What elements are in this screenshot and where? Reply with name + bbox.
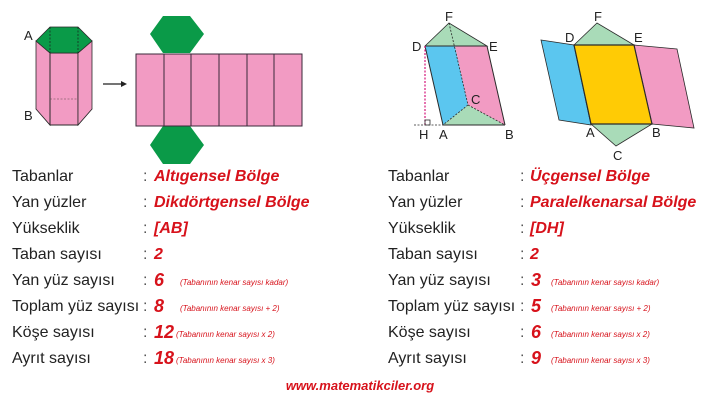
property-key: Tabanlar bbox=[12, 168, 74, 185]
net-lateral-face-5 bbox=[246, 53, 275, 127]
vertex-label-b: B bbox=[505, 127, 514, 142]
property-key: Yan yüz sayısı bbox=[12, 272, 115, 289]
property-note: (Tabanının kenar sayısı + 2) bbox=[180, 304, 280, 313]
property-key: Taban sayısı bbox=[12, 246, 102, 263]
separator: : bbox=[520, 246, 525, 263]
property-value: Altıgensel Bölge bbox=[154, 168, 280, 185]
property-key: Yan yüz sayısı bbox=[388, 272, 491, 289]
property-value: Paralelkenarsal Bölge bbox=[530, 194, 697, 211]
separator: : bbox=[520, 272, 525, 289]
net-bottom-triangle bbox=[589, 123, 654, 147]
property-key: Yükseklik bbox=[12, 220, 80, 237]
property-key: Köşe sayısı bbox=[12, 324, 95, 341]
property-key: Köşe sayısı bbox=[388, 324, 471, 341]
separator: : bbox=[520, 220, 525, 237]
prism-face-left bbox=[425, 46, 468, 125]
property-value: 9 bbox=[531, 348, 542, 368]
property-note: (Tabanının kenar sayısı x 2) bbox=[551, 330, 650, 339]
net-top-hexagon bbox=[150, 16, 204, 53]
separator: : bbox=[143, 194, 148, 211]
separator: : bbox=[520, 194, 525, 211]
property-value: Üçgensel Bölge bbox=[530, 168, 651, 185]
prism-lateral-left bbox=[35, 40, 51, 127]
prism-base-bottom bbox=[443, 105, 505, 125]
vertex-label-e: E bbox=[489, 39, 498, 54]
property-key: Yan yüzler bbox=[12, 194, 87, 211]
separator: : bbox=[143, 324, 148, 341]
prism-base-top bbox=[424, 22, 489, 47]
separator: : bbox=[143, 168, 148, 185]
property-value: 12 bbox=[154, 322, 175, 342]
prism-face-right bbox=[455, 46, 505, 125]
net-bottom-hexagon bbox=[150, 126, 204, 164]
net-face-front bbox=[573, 44, 653, 125]
property-value: 6 bbox=[531, 322, 542, 342]
property-note: (Tabanının kenar sayısı kadar) bbox=[180, 278, 289, 287]
property-key: Tabanlar bbox=[388, 168, 450, 185]
property-value: [AB] bbox=[154, 220, 188, 237]
net-vertex-label-e: E bbox=[634, 30, 643, 45]
property-key: Ayrıt sayısı bbox=[388, 350, 467, 367]
separator: : bbox=[143, 272, 148, 289]
property-value: 2 bbox=[154, 246, 163, 263]
property-note: (Tabanının kenar sayısı x 3) bbox=[551, 356, 650, 365]
separator: : bbox=[143, 350, 148, 367]
property-value: 6 bbox=[154, 270, 165, 290]
separator: : bbox=[520, 168, 525, 185]
net-face-left bbox=[540, 39, 592, 126]
vertex-label-f: F bbox=[445, 9, 453, 24]
prism-lateral-front bbox=[49, 52, 79, 126]
vertex-label-d: D bbox=[412, 39, 421, 54]
property-value: 18 bbox=[154, 348, 175, 368]
separator: : bbox=[143, 298, 148, 315]
vertex-label-c: C bbox=[471, 92, 480, 107]
triangular-prism-net: F D E A B C bbox=[540, 9, 695, 163]
separator: : bbox=[520, 350, 525, 367]
figures-canvas: A B F D E C H A B bbox=[24, 9, 695, 164]
net-top-triangle bbox=[573, 22, 636, 46]
net-lateral-face-2 bbox=[163, 53, 192, 127]
property-value: 5 bbox=[531, 296, 542, 316]
website-link[interactable]: www.matematikciler.org bbox=[285, 378, 435, 393]
hexagonal-prism: A B bbox=[24, 26, 93, 127]
property-value: Dikdörtgensel Bölge bbox=[154, 194, 310, 211]
hexagonal-prism-net bbox=[135, 16, 303, 164]
vertex-label-h: H bbox=[419, 127, 428, 142]
separator: : bbox=[520, 298, 525, 315]
property-note: (Tabanının kenar sayısı x 3) bbox=[176, 356, 275, 365]
property-note: (Tabanının kenar sayısı + 2) bbox=[551, 304, 651, 313]
property-key: Ayrıt sayısı bbox=[12, 350, 91, 367]
property-key: Toplam yüz sayısı bbox=[12, 298, 140, 315]
net-vertex-label-b: B bbox=[652, 125, 661, 140]
triangular-prism: F D E C H A B bbox=[412, 9, 514, 142]
net-vertex-label-d: D bbox=[565, 30, 574, 45]
separator: : bbox=[520, 324, 525, 341]
property-value: 2 bbox=[530, 246, 539, 263]
net-lateral-face-6 bbox=[273, 53, 303, 127]
prism-lateral-right bbox=[77, 40, 93, 127]
net-lateral-face-3 bbox=[190, 53, 220, 127]
property-key: Taban sayısı bbox=[388, 246, 478, 263]
right-angle-marker bbox=[424, 119, 431, 126]
net-vertex-label-a: A bbox=[586, 125, 595, 140]
net-vertex-label-c: C bbox=[613, 148, 622, 163]
property-key: Yan yüzler bbox=[388, 194, 463, 211]
vertex-label-a: A bbox=[24, 28, 33, 43]
net-lateral-face-1 bbox=[135, 53, 165, 127]
property-key: Yükseklik bbox=[388, 220, 456, 237]
separator: : bbox=[143, 220, 148, 237]
vertex-label-b: B bbox=[24, 108, 33, 123]
property-value: 3 bbox=[531, 270, 542, 290]
property-note: (Tabanının kenar sayısı x 2) bbox=[176, 330, 275, 339]
net-vertex-label-f: F bbox=[594, 9, 602, 24]
separator: : bbox=[143, 246, 148, 263]
property-value: [DH] bbox=[530, 220, 564, 237]
property-value: 8 bbox=[154, 296, 165, 316]
property-key: Toplam yüz sayısı bbox=[388, 298, 516, 315]
net-lateral-face-4 bbox=[218, 53, 248, 127]
right-arrow-icon bbox=[103, 81, 127, 87]
vertex-label-a: A bbox=[439, 127, 448, 142]
property-note: (Tabanının kenar sayısı kadar) bbox=[551, 278, 660, 287]
